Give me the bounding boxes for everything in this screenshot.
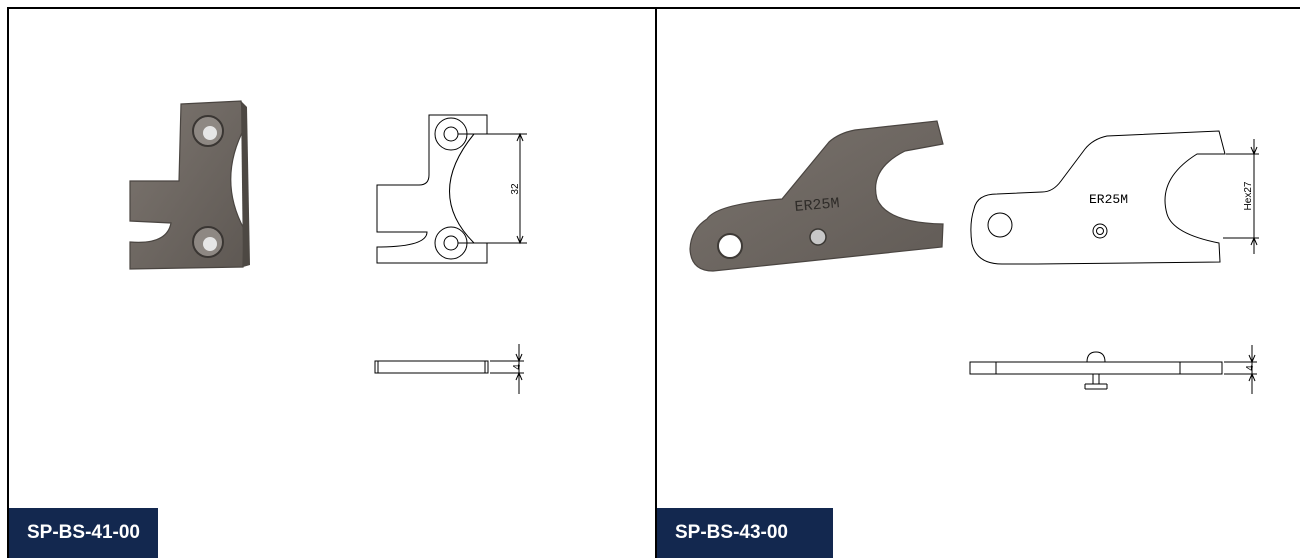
engraving-text-drawing: ER25M xyxy=(1089,192,1128,207)
product-panel-sp-bs-43-00: ER25M ER25M Hex27 xyxy=(657,9,1300,558)
part-number-label: SP-BS-43-00 xyxy=(657,508,833,558)
plate-41-front-view xyxy=(376,114,527,264)
part-number-label: SP-BS-41-00 xyxy=(9,508,158,558)
sp-bs-43-00-drawings: ER25M ER25M Hex27 xyxy=(689,120,1259,394)
plate-41-side-view xyxy=(374,344,524,394)
dim-width-label: Hex27 xyxy=(1243,181,1254,210)
panel-divider xyxy=(655,7,657,558)
page-frame xyxy=(7,7,1300,558)
plate-43-side-view xyxy=(969,345,1257,394)
dim-thickness-label: 4 xyxy=(1245,365,1256,371)
engraving-text: ER25M xyxy=(794,195,840,216)
plate-43-render: ER25M xyxy=(689,120,944,272)
dim-thickness-label: 4 xyxy=(512,364,523,370)
plate-41-render xyxy=(129,100,250,270)
plate-43-front-view xyxy=(970,130,1259,265)
dim-height-label: 32 xyxy=(510,183,521,195)
sp-bs-41-00-drawings: 32 4 xyxy=(129,100,527,394)
product-panel-sp-bs-41-00: 32 4 SP-BS-41-00 xyxy=(9,9,655,558)
